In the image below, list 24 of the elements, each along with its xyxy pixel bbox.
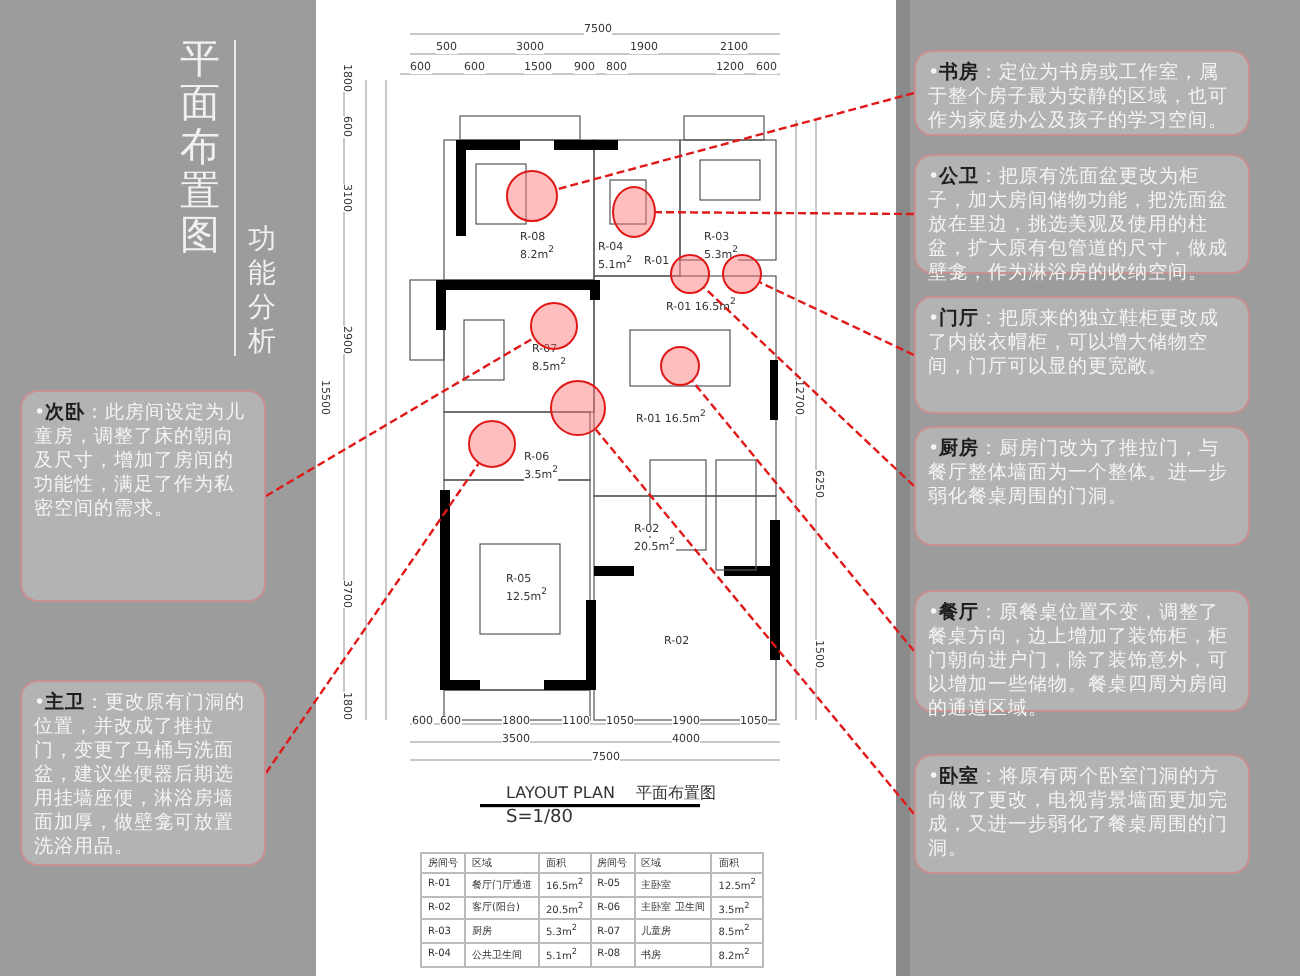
callout-box: •餐厅：原餐桌位置不变，调整了餐桌方向，边上增加了装饰柜，柜门朝向进户门，除了装饰意外，可以增加一些储物。餐桌四周为房间的通道区域。 xyxy=(914,590,1250,712)
highlight-circle xyxy=(550,380,606,436)
leader-line xyxy=(265,463,480,774)
highlight-circle xyxy=(506,170,558,222)
highlight-circle xyxy=(660,346,700,386)
highlight-circle xyxy=(530,302,578,350)
leader-line xyxy=(556,91,915,191)
callout-box: •主卫：更改原有门洞的位置，并改成了推拉门，变更了马桶与洗面盆，建议坐便器后期选用挂墙座便，淋浴房墙面加厚，做壁龛可放置洗浴用品。 xyxy=(20,680,266,866)
page-title: 平面布置图 xyxy=(180,36,220,256)
leader-line xyxy=(656,210,914,216)
leader-line xyxy=(265,337,534,498)
callout-box: •厨房：厨房门改为了推拉门，与餐厅整体墙面为一个整体。进一步弱化餐桌周围的门洞。 xyxy=(914,426,1250,546)
leader-line xyxy=(703,286,915,487)
callout-box: •次卧：此房间设定为儿童房，调整了床的朝向及尺寸，增加了房间的功能性，满足了作为私密空间的需求。 xyxy=(20,390,266,602)
scale-note: S=1/80 xyxy=(506,808,573,830)
callout-box: •书房：定位为书房或工作室，属于整个房子最为安静的区域，也可作为家庭办公及孩子的学习空间。 xyxy=(914,50,1250,136)
drawing-title: LAYOUT PLAN xyxy=(506,784,615,804)
highlight-circle xyxy=(612,186,656,238)
leader-line xyxy=(759,281,915,357)
section-subtitle: 功能分析 xyxy=(248,224,276,360)
drawing-title: 平面布置图 xyxy=(636,784,716,804)
callout-box: •卧室：将原有两个卧室门洞的方向做了更改，电视背景墙面更加完成，又进一步弱化了餐桌周围的门洞。 xyxy=(914,754,1250,874)
callout-box: •门厅：把原来的独立鞋柜更改成了内嵌衣帽柜，可以增大储物空间，门厅可以显的更宽敞。 xyxy=(914,296,1250,414)
highlight-circle xyxy=(468,420,516,468)
